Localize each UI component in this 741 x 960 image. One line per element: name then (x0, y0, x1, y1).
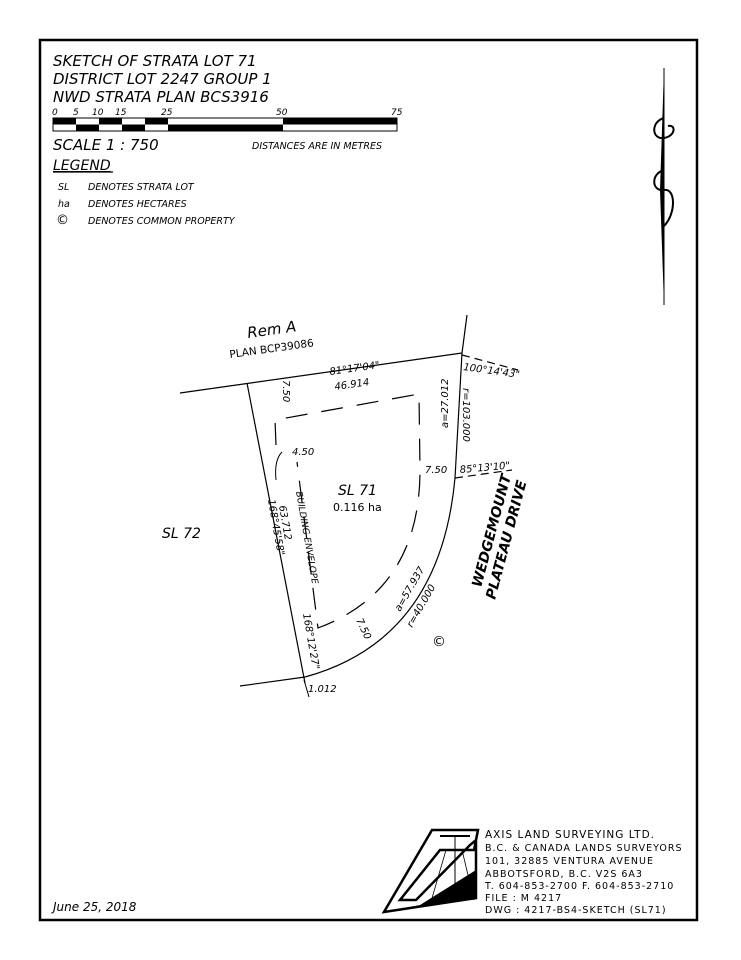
scale-tick: 10 (92, 108, 104, 118)
company-phone: T. 604-853-2700 F. 604-853-2710 (484, 881, 674, 892)
title-line-1: SKETCH OF STRATA LOT 71 (53, 52, 257, 70)
sketch-date: June 25, 2018 (51, 900, 137, 914)
rem-a-label: Rem A (246, 317, 297, 342)
scale-tick: 75 (391, 108, 403, 118)
legend-text: DENOTES COMMON PROPERTY (88, 216, 236, 227)
ne-angle: 100°14'43" (463, 362, 521, 381)
legend-symbol: SL (58, 182, 69, 193)
file-number: FILE : M 4217 (485, 893, 562, 904)
legend-text: DENOTES HECTARES (88, 199, 187, 210)
setback-north: 7.50 (280, 380, 291, 402)
envelope-label: BUILDING ENVELOPE (293, 491, 319, 585)
scale-bar: 0 5 10 15 25 50 75 SCALE 1 : 750 DISTANC… (52, 108, 403, 154)
legend-text: DENOTES STRATA LOT (88, 182, 195, 193)
scale-tick: 0 (52, 108, 58, 118)
scale-tick: 5 (73, 108, 79, 118)
setback-west: 4.50 (292, 447, 314, 458)
scale-tick: 50 (276, 108, 288, 118)
arc1-length: a=27.012 (440, 379, 451, 429)
building-envelope (274, 393, 421, 629)
adjacent-lot: SL 72 (162, 526, 201, 542)
company-logo (381, 828, 480, 914)
scale-label: SCALE 1 : 750 (53, 136, 159, 154)
north-bearing: 81°17'04" (329, 360, 381, 378)
lot-area: 0.116 ha (333, 501, 382, 514)
lot-boundaries (179, 314, 519, 687)
setback-south: 7.50 (353, 617, 372, 642)
sw-bearing: 168°12'27" (300, 613, 321, 671)
drawing-number: DWG : 4217-BS4-SKETCH (SL71) (485, 905, 667, 916)
title-line-3: NWD STRATA PLAN BCS3916 (53, 88, 269, 106)
legend-heading: LEGEND (53, 158, 111, 174)
rem-a-plan: PLAN BCP39086 (229, 337, 315, 361)
east-angle: 85°13'10" (459, 461, 510, 476)
north-distance: 46.914 (334, 377, 370, 393)
arc1-radius: r=103.000 (460, 388, 471, 442)
common-property-icon: © (56, 213, 69, 228)
offset-tick (303, 679, 310, 698)
company-info: AXIS LAND SURVEYING LTD. B.C. & CANADA L… (484, 829, 682, 916)
title-line-2: DISTRICT LOT 2247 GROUP 1 (53, 70, 272, 88)
setback-east: 7.50 (425, 465, 447, 476)
legend: LEGEND SL DENOTES STRATA LOT ha DENOTES … (53, 158, 236, 228)
company-city: ABBOTSFORD, B.C. V2S 6A3 (485, 869, 643, 880)
company-name: AXIS LAND SURVEYING LTD. (485, 829, 655, 841)
north-arrow-icon (653, 68, 675, 305)
common-property-icon: © (432, 634, 446, 650)
company-line: B.C. & CANADA LANDS SURVEYORS (485, 843, 682, 854)
sw-distance: 1.012 (308, 684, 337, 695)
legend-symbol: ha (58, 199, 70, 210)
scale-tick: 15 (115, 108, 127, 118)
page-frame (38, 38, 699, 922)
units-note: DISTANCES ARE IN METRES (252, 141, 382, 152)
lot-label: SL 71 (338, 483, 377, 499)
setback-arrow (275, 451, 283, 481)
scale-tick: 25 (161, 108, 173, 118)
title-block: SKETCH OF STRATA LOT 71 DISTRICT LOT 224… (53, 52, 272, 106)
plan-labels: Rem A PLAN BCP39086 81°17'04" 46.914 100… (162, 317, 531, 695)
company-address: 101, 32885 VENTURA AVENUE (485, 856, 654, 867)
